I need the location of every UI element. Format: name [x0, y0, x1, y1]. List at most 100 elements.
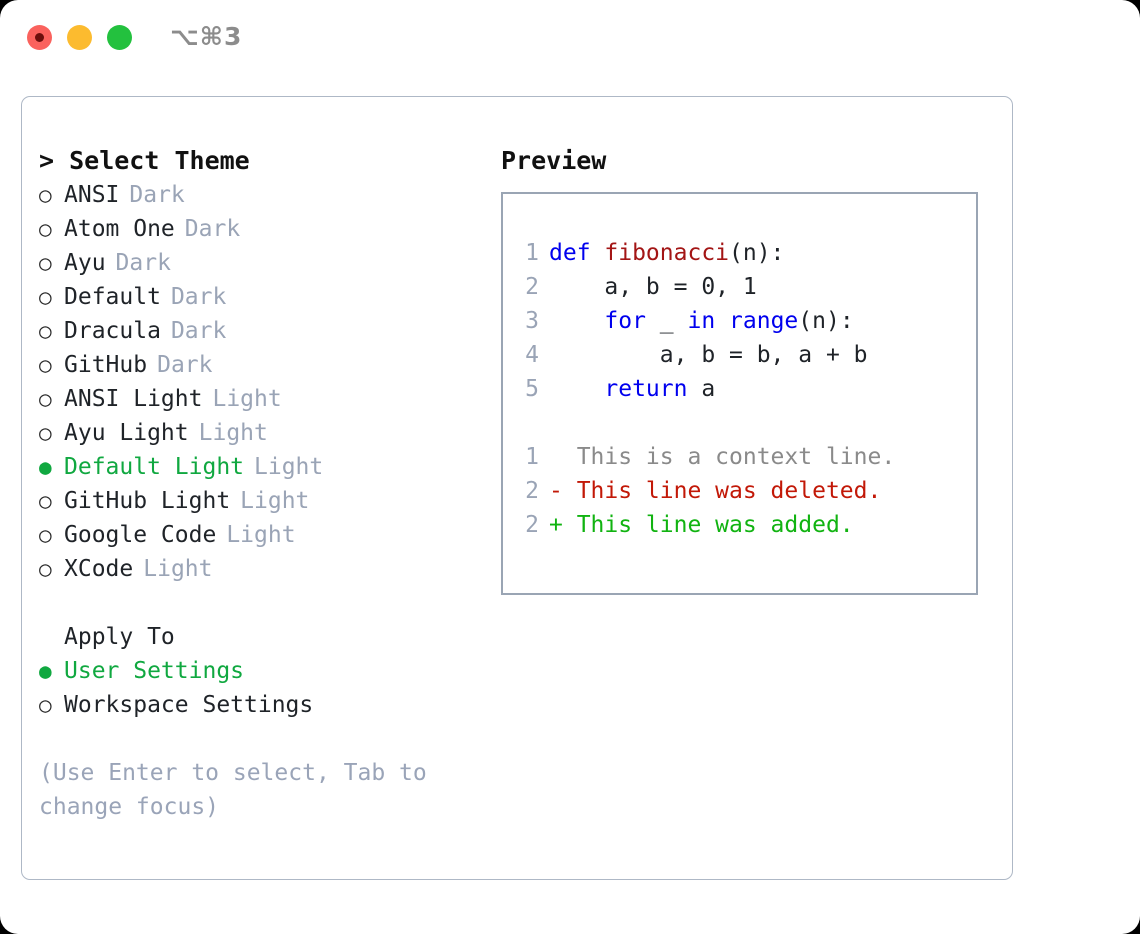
apply-to-option-label: Workspace Settings — [64, 692, 314, 718]
theme-option-tag: Light — [254, 454, 324, 480]
code-line-content: for _ in range(n): — [549, 304, 854, 338]
code-token: return — [604, 376, 688, 402]
radio-unselected-icon: ○ — [39, 387, 52, 411]
apply-to-list: ● User Settings ○ Workspace Settings — [39, 654, 489, 722]
theme-option-tag: Dark — [170, 284, 227, 310]
close-button[interactable] — [27, 25, 52, 50]
code-token: for — [604, 308, 646, 334]
theme-option-tag: Dark — [157, 352, 213, 378]
code-line-number: 2 — [525, 274, 539, 300]
theme-option-label: Default Light — [64, 454, 245, 480]
theme-option-tag: Light — [198, 420, 268, 446]
code-token: _ — [645, 308, 688, 334]
theme-option-ayu[interactable]: ○ Ayu Dark — [39, 246, 489, 280]
diff-line-number: 2 — [525, 512, 539, 538]
diff-line-add: 2 + This line was added. — [515, 508, 968, 542]
code-token: (n): — [729, 240, 785, 266]
code-token: fibonacci — [604, 240, 730, 266]
radio-unselected-icon: ○ — [39, 183, 52, 207]
window-controls — [27, 25, 132, 50]
theme-option-default-light[interactable]: ● Default Light Light — [39, 450, 489, 484]
theme-option-tag: Light — [212, 386, 282, 412]
maximize-button[interactable] — [107, 25, 132, 50]
theme-option-label: GitHub — [64, 352, 148, 378]
code-line-number: 4 — [525, 342, 539, 368]
code-token — [715, 308, 729, 334]
theme-option-label: XCode — [64, 556, 134, 582]
theme-option-label: GitHub Light — [64, 488, 231, 514]
code-line-content: a, b = 0, 1 — [549, 270, 757, 304]
diff-line-text: This is a context line. — [549, 444, 896, 470]
code-token — [549, 308, 604, 334]
apply-to-option-user-settings[interactable]: ● User Settings — [39, 654, 489, 688]
title-bar: ⌥⌘3 — [0, 0, 1140, 76]
diff-line-text: - This line was deleted. — [549, 478, 882, 504]
apply-to-option-label: User Settings — [64, 658, 245, 684]
theme-option-label: Ayu — [64, 250, 106, 276]
theme-option-ayu-light[interactable]: ○ Ayu Light Light — [39, 416, 489, 450]
theme-option-atom-one[interactable]: ○ Atom One Dark — [39, 212, 489, 246]
theme-option-default[interactable]: ○ Default Dark — [39, 280, 489, 314]
theme-option-tag: Light — [143, 556, 213, 582]
theme-option-tag: Dark — [184, 216, 241, 242]
apply-to-option-workspace-settings[interactable]: ○ Workspace Settings — [39, 688, 489, 722]
code-line-number: 1 — [525, 240, 539, 266]
code-line-content: return a — [549, 372, 715, 406]
diff-line-ctx: 1 This is a context line. — [515, 440, 968, 474]
radio-unselected-icon: ○ — [39, 557, 52, 581]
radio-selected-icon: ● — [39, 455, 52, 479]
theme-option-ansi-light[interactable]: ○ ANSI Light Light — [39, 382, 489, 416]
code-token: in — [687, 308, 716, 334]
code-line: 5 return a — [515, 372, 968, 406]
theme-option-tag: Dark — [115, 250, 171, 276]
keyboard-hint-text: (Use Enter to select, Tab to change focu… — [39, 760, 427, 820]
code-line: 3 for _ in range(n): — [515, 304, 968, 338]
radio-unselected-icon: ○ — [39, 251, 52, 275]
radio-unselected-icon: ○ — [39, 421, 52, 445]
code-line-content: def fibonacci(n): — [549, 236, 784, 270]
diff-line-number: 1 — [525, 444, 539, 470]
theme-option-tag: Light — [240, 488, 310, 514]
minimize-button[interactable] — [67, 25, 92, 50]
theme-option-label: Ayu Light — [64, 420, 189, 446]
radio-unselected-icon: ○ — [39, 285, 52, 309]
code-line: 2 a, b = 0, 1 — [515, 270, 968, 304]
code-token: a, b = 0, 1 — [549, 274, 757, 300]
radio-unselected-icon: ○ — [39, 217, 52, 241]
code-token: range — [729, 308, 799, 334]
theme-option-xcode[interactable]: ○ XCode Light — [39, 552, 489, 586]
code-line: 4 a, b = b, a + b — [515, 338, 968, 372]
theme-option-label: Atom One — [64, 216, 175, 242]
theme-option-google-code[interactable]: ○ Google Code Light — [39, 518, 489, 552]
theme-option-label: ANSI Light — [64, 386, 203, 412]
code-line-content: a, b = b, a + b — [549, 338, 868, 372]
radio-unselected-icon: ○ — [39, 693, 52, 717]
diff-line-text: + This line was added. — [549, 512, 854, 538]
preview-title: Preview — [501, 146, 607, 175]
theme-option-label: ANSI — [64, 182, 120, 208]
radio-unselected-icon: ○ — [39, 523, 52, 547]
radio-unselected-icon: ○ — [39, 319, 52, 343]
code-token: a — [687, 376, 716, 402]
page-title: > Select Theme — [39, 146, 250, 175]
code-token: (n): — [798, 308, 854, 334]
theme-option-label: Default — [64, 284, 161, 310]
diff-line-del: 2- This line was deleted. — [515, 474, 968, 508]
radio-selected-icon: ● — [39, 659, 52, 683]
code-token — [549, 376, 604, 402]
apply-to-title: Apply To — [64, 624, 175, 650]
code-line: 1 def fibonacci(n): — [515, 236, 968, 270]
theme-option-label: Google Code — [64, 522, 217, 548]
theme-option-tag: Dark — [170, 318, 227, 344]
theme-option-tag: Light — [226, 522, 296, 548]
